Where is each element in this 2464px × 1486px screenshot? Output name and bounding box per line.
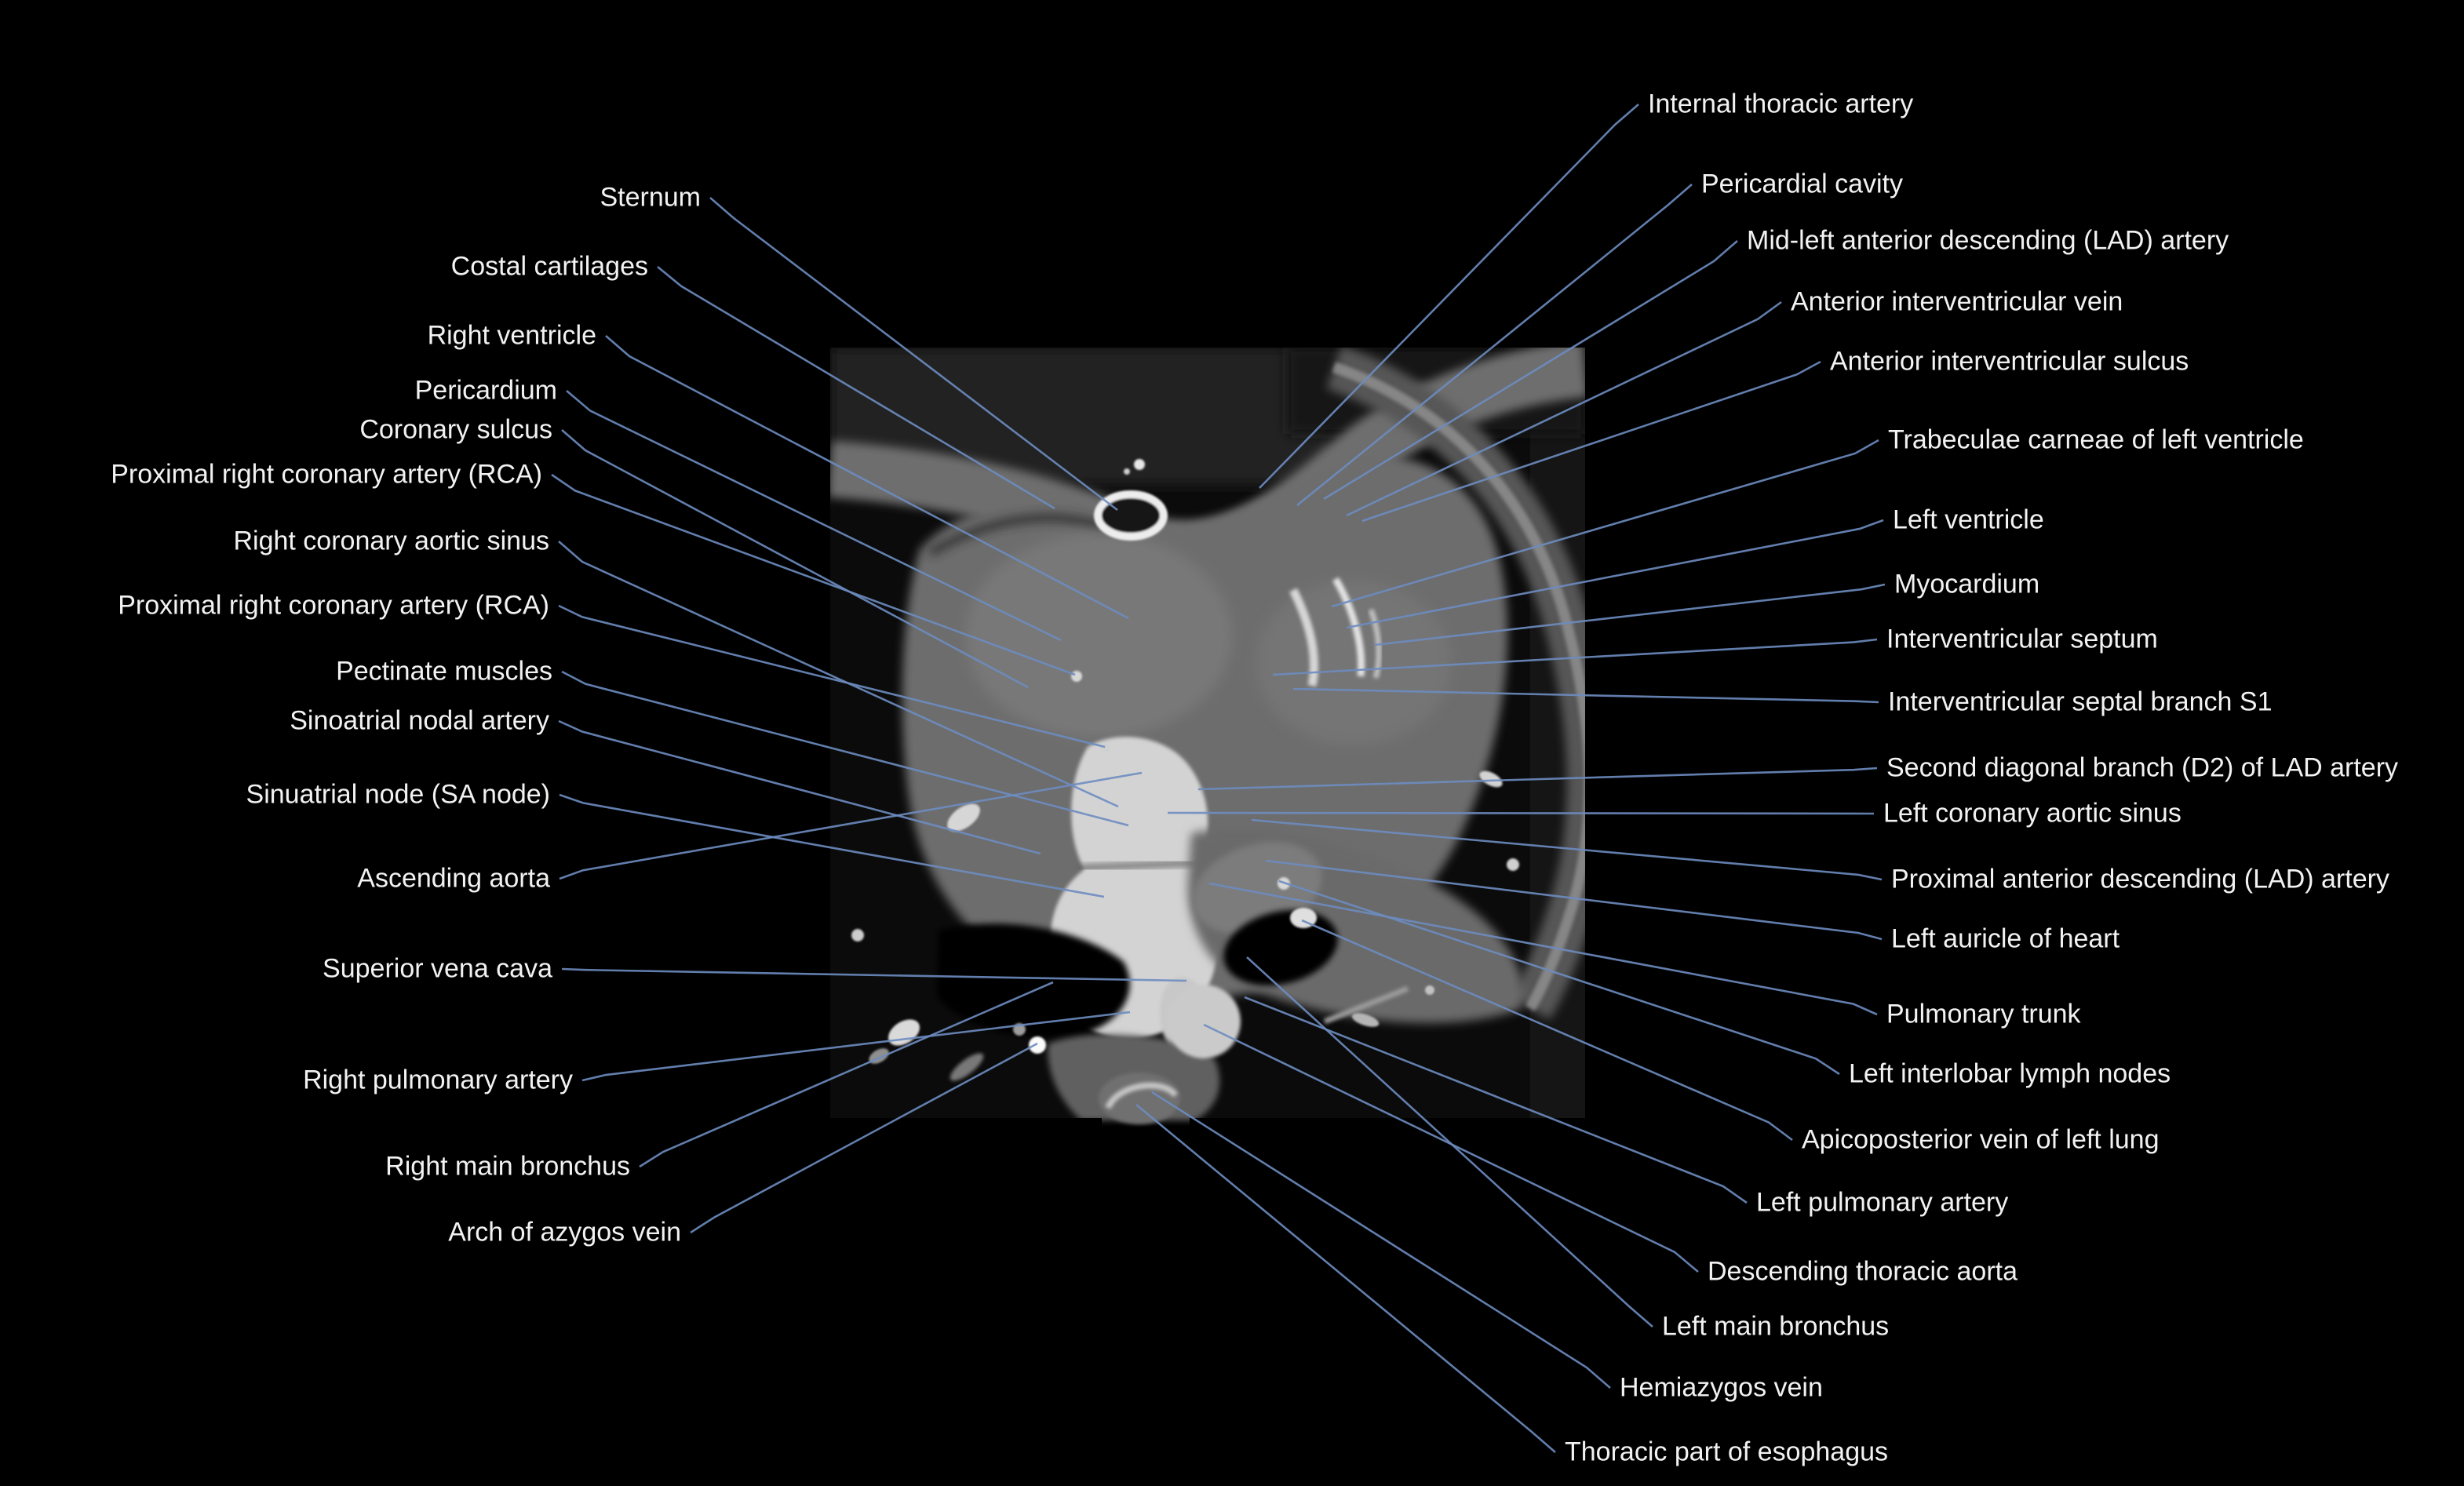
anatomy-label: Pectinate muscles: [336, 656, 552, 687]
leader-line: [1151, 1091, 1611, 1389]
anatomy-label: Pulmonary trunk: [1886, 999, 2081, 1029]
leader-line: [1323, 240, 1738, 501]
leader-line: [561, 967, 1187, 982]
anatomy-label: Trabeculae carneae of left ventricle: [1888, 424, 2304, 455]
leader-line: [1374, 583, 1886, 646]
anatomy-label: Left pulmonary artery: [1756, 1187, 2009, 1218]
leader-line: [1251, 818, 1883, 881]
anatomy-label: Anterior interventricular vein: [1791, 286, 2123, 317]
anatomy-label: Proximal anterior descending (LAD) arter…: [1891, 864, 2389, 894]
anatomy-label: Sinoatrial nodal artery: [290, 705, 549, 736]
leader-line: [1259, 104, 1639, 489]
leader-lines: [551, 104, 1886, 1453]
leader-line: [1203, 1023, 1699, 1273]
anatomy-label: Thoracic part of esophagus: [1565, 1437, 1889, 1467]
anatomy-label: Right pulmonary artery: [303, 1065, 573, 1095]
anatomy-label: Left coronary aortic sinus: [1883, 798, 2182, 829]
anatomy-label: Left auricle of heart: [1891, 923, 2120, 954]
anatomy-label: Pericardial cavity: [1701, 169, 1903, 199]
anatomy-label: Arch of azygos vein: [448, 1217, 681, 1247]
anatomy-label: Internal thoracic artery: [1648, 89, 1914, 119]
leader-line: [551, 473, 1076, 676]
leader-line: [1197, 767, 1878, 791]
leader-line: [561, 429, 1029, 689]
leader-line: [561, 670, 1129, 827]
leader-line: [1346, 300, 1782, 517]
leader-line: [639, 981, 1054, 1168]
anatomy-label: Proximal right coronary artery (RCA): [111, 459, 542, 490]
leader-line: [1346, 519, 1884, 629]
anatomy-label: Sinuatrial node (SA node): [246, 779, 550, 810]
leader-line: [1246, 956, 1653, 1328]
anatomy-label: Proximal right coronary artery (RCA): [118, 590, 549, 621]
leader-line: [709, 197, 1118, 512]
leader-line: [1208, 882, 1878, 1016]
ct-anatomy-group: [830, 348, 1585, 1124]
anatomy-label: Anterior interventricular sulcus: [1830, 346, 2189, 377]
anatomy-label: Left interlobar lymph nodes: [1849, 1058, 2171, 1089]
leader-line: [690, 1042, 1038, 1234]
leader-line: [1296, 184, 1693, 507]
leader-line: [558, 604, 1106, 748]
leader-line: [1265, 859, 1883, 941]
leader-line: [605, 335, 1129, 620]
anatomy-label: Left main bronchus: [1662, 1311, 1890, 1342]
anatomy-label: Second diagonal branch (D2) of LAD arter…: [1886, 752, 2399, 783]
anatomy-label: Pericardium: [414, 375, 557, 406]
leader-line: [558, 719, 1041, 855]
anatomy-label: Costal cartilages: [450, 251, 648, 282]
leader-line: [657, 265, 1055, 510]
leader-line: [559, 793, 1105, 898]
leader-line: [1272, 638, 1878, 676]
anatomy-label: Hemiazygos vein: [1620, 1372, 1823, 1403]
anatomy-label: Ascending aorta: [357, 863, 550, 894]
leader-line: [1167, 811, 1875, 815]
anatomy-label: Interventricular septal branch S1: [1888, 687, 2273, 717]
anatomy-label: Sternum: [600, 182, 702, 213]
leader-line: [581, 1011, 1131, 1082]
leader-line: [566, 390, 1062, 642]
leader-line: [1244, 996, 1748, 1204]
anatomy-label: Myocardium: [1894, 569, 2040, 599]
anatomy-label: Descending thoracic aorta: [1708, 1256, 2018, 1287]
leader-line: [1135, 1103, 1556, 1453]
leader-line: [1361, 360, 1821, 523]
leader-line: [1301, 919, 1793, 1142]
leader-line: [1331, 439, 1879, 608]
anatomy-label: Apicoposterior vein of left lung: [1802, 1124, 2160, 1155]
anatomy-label: Left ventricle: [1893, 504, 2044, 535]
leader-line: [559, 771, 1143, 880]
leader-line: [1292, 687, 1879, 704]
anatomy-label: Superior vena cava: [323, 953, 552, 984]
anatomy-label: Right coronary aortic sinus: [233, 526, 549, 556]
leader-line: [558, 541, 1119, 808]
anatomy-label: Coronary sulcus: [359, 414, 552, 445]
anatomy-label: Mid-left anterior descending (LAD) arter…: [1747, 225, 2229, 256]
leader-line: [1278, 880, 1840, 1076]
anatomy-label: Right ventricle: [427, 320, 596, 351]
anatomy-label: Right main bronchus: [385, 1151, 630, 1182]
anatomy-label: Interventricular septum: [1886, 624, 2158, 654]
